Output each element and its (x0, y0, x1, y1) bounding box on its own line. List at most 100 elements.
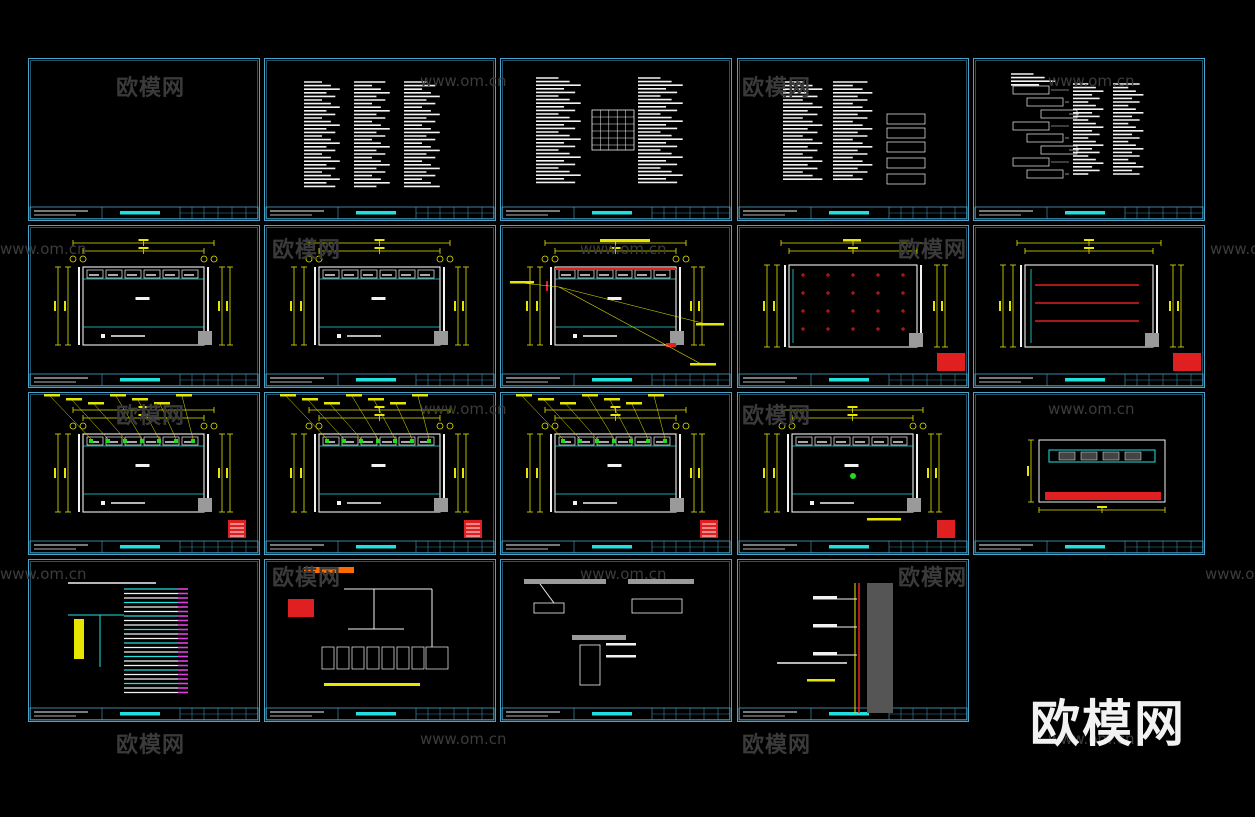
drawing-sheet-s14 (736, 392, 969, 555)
sheet-title-bar (356, 378, 397, 382)
dimension-text (762, 301, 765, 311)
sheet-inner-frame (266, 227, 494, 386)
dimension-text (1008, 301, 1011, 311)
grid-bubble (541, 255, 549, 263)
dimension-text (54, 468, 56, 478)
leader-line (330, 403, 362, 440)
breaker-box (411, 646, 425, 670)
fixture-tag (393, 439, 398, 443)
cabinet-panel (124, 436, 142, 446)
cabinet-panel (86, 436, 104, 446)
dimension-text (698, 468, 701, 478)
leader-line (49, 395, 92, 440)
column-block (906, 498, 921, 512)
cabinet-panel (871, 436, 888, 446)
grid-bubble (672, 422, 680, 430)
section-panel (1102, 451, 1120, 461)
elevation-outline (318, 266, 441, 346)
dimension-text (1168, 301, 1171, 311)
cabinet-panel (143, 269, 161, 279)
grid-bubble (305, 255, 313, 263)
sheet-inner-frame (975, 60, 1203, 219)
fixture-tag (427, 439, 432, 443)
sheet-inner-frame (30, 394, 258, 553)
elevation-outline (318, 433, 441, 513)
cabinet-panel (635, 269, 652, 279)
grid-bubble (909, 422, 916, 430)
tree-node (1026, 97, 1064, 107)
detail-label (606, 655, 637, 658)
callout-label (510, 281, 535, 284)
elevation-outline (82, 433, 205, 513)
sheet-inner-frame (30, 561, 258, 720)
tree-node (1026, 169, 1064, 179)
callout-label (346, 394, 363, 397)
dimension-text (762, 468, 765, 478)
section-cabinet (1048, 449, 1156, 463)
sheet-frame (28, 58, 260, 221)
callout-label (66, 398, 82, 401)
sheet-frame (264, 58, 497, 221)
cabinet-panel (360, 436, 378, 446)
callout-label (154, 402, 170, 405)
leader-line (308, 399, 345, 440)
cabinet-panel (417, 269, 435, 279)
drawing-sheet-s1 (28, 58, 260, 221)
tree-node (1012, 85, 1050, 95)
cabinet-panel (162, 436, 180, 446)
fixture-tag (663, 439, 668, 443)
label-marker (573, 334, 578, 338)
dimension-text (290, 468, 293, 478)
sheet-title-bar (120, 211, 160, 215)
dimension-text (454, 301, 457, 311)
column-block (908, 333, 923, 347)
elevation-outline (82, 266, 205, 346)
fixture-tag (174, 439, 178, 443)
fixture-tag (612, 439, 617, 443)
meter-box (288, 599, 315, 617)
drawing-sheet-s7 (264, 225, 497, 388)
dimension-text (374, 406, 385, 408)
column-block (670, 331, 685, 345)
sheet-inner-frame (975, 394, 1203, 553)
cabinet-panel (181, 269, 199, 279)
label-marker (573, 501, 578, 505)
leader-line (417, 395, 430, 440)
cabinet-panel (654, 436, 671, 446)
drawing-sheet-s5 (972, 58, 1205, 221)
column-block (198, 498, 212, 512)
legend-table (700, 520, 719, 538)
riser-title (324, 683, 421, 686)
dimension-text (300, 468, 303, 478)
cabinet-panel (124, 269, 142, 279)
dimension-text (1176, 301, 1179, 311)
dimension-text (536, 301, 539, 311)
cabinet-panel (890, 436, 907, 446)
callout-label (88, 402, 104, 405)
column-block (198, 331, 212, 345)
dimension-text (847, 414, 858, 416)
sheet-frame (736, 58, 969, 221)
grid-bubble (69, 422, 77, 430)
grid-bubble (919, 422, 926, 430)
legend-table (936, 520, 955, 538)
dimension-text (462, 301, 465, 311)
sheet-frame (264, 225, 497, 388)
leader-line (351, 395, 379, 440)
cabinet-panel (322, 269, 340, 279)
callout-label (368, 398, 385, 401)
dimension-text (290, 301, 293, 311)
dimension-text (226, 301, 228, 311)
grid-bubble (315, 255, 323, 263)
grid-bubble (551, 422, 559, 430)
dimension-text (536, 468, 539, 478)
watermark-text: 欧模网 (742, 733, 812, 758)
section-panel (1058, 451, 1076, 461)
section-outline (1038, 439, 1166, 503)
sheet-frame (500, 225, 733, 388)
dimension-text (64, 301, 66, 311)
label-marker (337, 501, 342, 505)
elevation-outline (791, 433, 914, 513)
dimension-text (998, 301, 1001, 311)
leader-line (654, 395, 666, 440)
